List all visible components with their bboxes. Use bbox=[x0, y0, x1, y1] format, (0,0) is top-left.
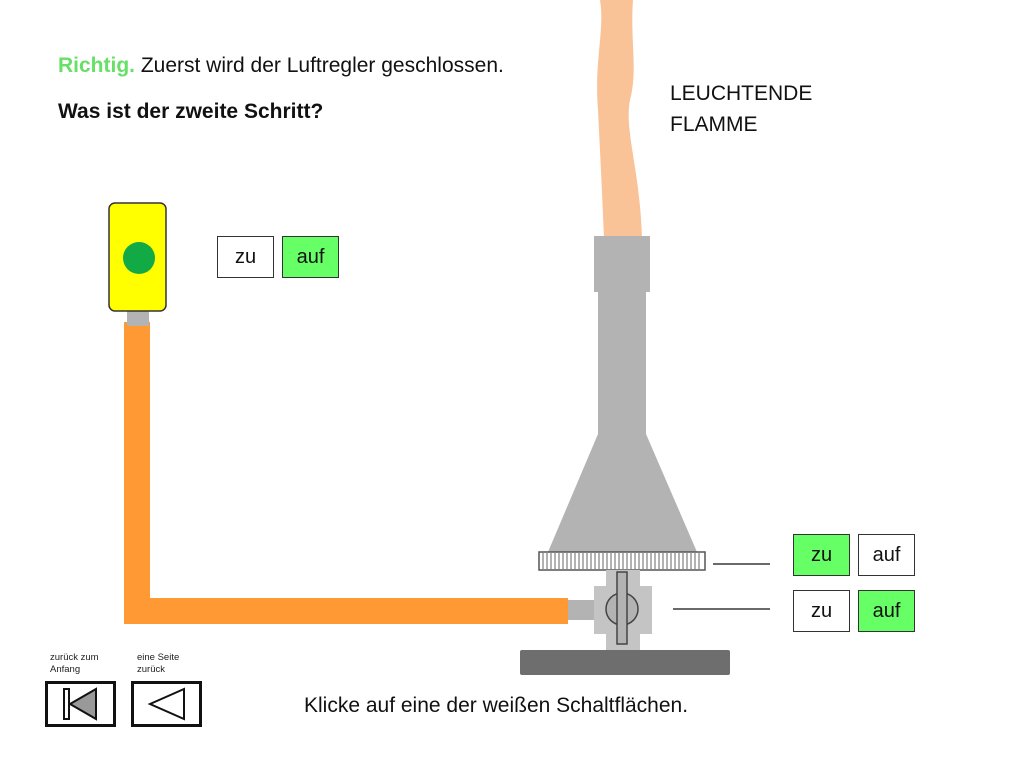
burner-base bbox=[520, 650, 730, 675]
gas-inlet-nozzle bbox=[566, 600, 602, 620]
gas-regulator-close-button[interactable]: zu bbox=[793, 590, 850, 632]
feedback-line: Richtig. Zuerst wird der Luftregler gesc… bbox=[58, 54, 504, 78]
triangle-left-icon bbox=[147, 687, 185, 721]
flame-label-line-2: FLAMME bbox=[670, 113, 758, 136]
back-one-page-caption-line-2: zurück bbox=[137, 664, 165, 675]
gas-tap-close-button[interactable]: zu bbox=[217, 236, 274, 278]
gas-tap-connector bbox=[127, 310, 149, 326]
instruction-text: Klicke auf eine der weißen Schaltflächen… bbox=[304, 694, 689, 717]
back-to-start-caption-line-2: Anfang bbox=[50, 664, 81, 675]
gas-tap-open-button[interactable]: auf bbox=[282, 236, 339, 278]
feedback-message: Zuerst wird der Luftregler geschlossen. bbox=[135, 54, 504, 77]
feedback-status: Richtig. bbox=[58, 54, 135, 77]
back-one-page-caption-line-1: eine Seite bbox=[137, 652, 180, 663]
question-text: Was ist der zweite Schritt? bbox=[58, 100, 324, 123]
skip-to-start-icon bbox=[63, 687, 97, 721]
air-regulator-close-button[interactable]: zu bbox=[793, 534, 850, 576]
air-regulator-knurl bbox=[542, 553, 700, 569]
gas-regulator-open-button[interactable]: auf bbox=[858, 590, 915, 632]
burner-tube-top bbox=[594, 236, 650, 292]
luminous-flame bbox=[597, 0, 642, 238]
burner-tube bbox=[598, 292, 646, 434]
burner-cone bbox=[548, 434, 697, 552]
back-to-start-button[interactable] bbox=[45, 681, 116, 727]
back-one-page-button[interactable] bbox=[131, 681, 202, 727]
back-to-start-caption-line-1: zurück zum bbox=[50, 652, 99, 663]
air-regulator-ring bbox=[538, 551, 706, 571]
gas-hose bbox=[124, 322, 568, 624]
back-to-start-caption: zurück zum Anfang bbox=[50, 652, 99, 676]
gas-regulator-handle bbox=[616, 571, 628, 645]
flame-label-line-1: LEUCHTENDE bbox=[670, 82, 813, 105]
back-one-page-caption: eine Seite zurück bbox=[137, 652, 179, 676]
air-regulator-open-button[interactable]: auf bbox=[858, 534, 915, 576]
gas-tap-indicator bbox=[123, 242, 155, 274]
flame-label: LEUCHTENDE FLAMME bbox=[670, 78, 812, 140]
